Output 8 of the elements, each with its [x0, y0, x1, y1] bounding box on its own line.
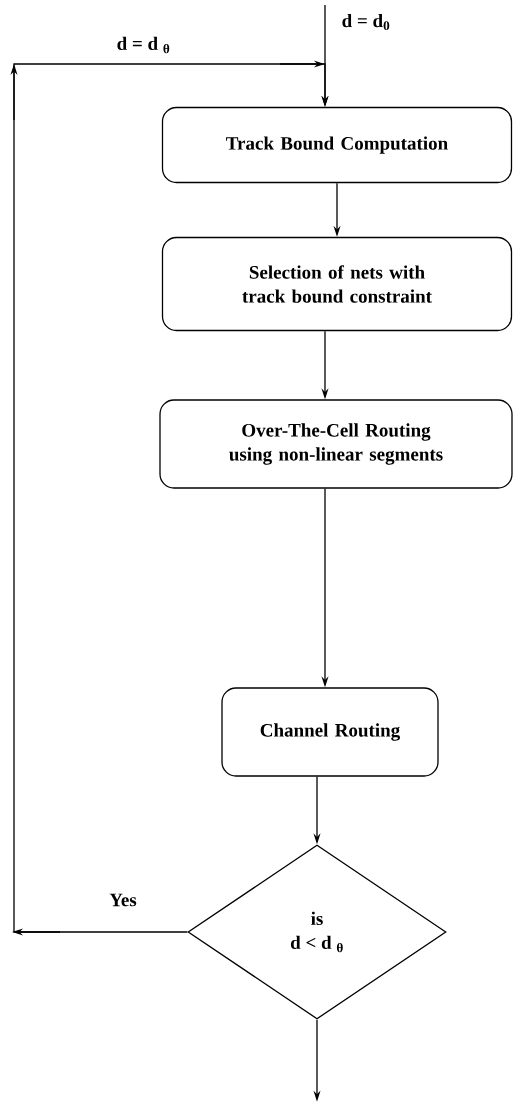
process-box: Channel Routing: [221, 687, 439, 777]
process-box: Over-The-Cell Routing using non-linear segments: [159, 399, 513, 489]
feedback-arrow: [10, 60, 329, 936]
process-box: Track Bound Computation: [161, 106, 513, 184]
edge-label: d = d$_{0}$: [342, 13, 390, 31]
process-box: Selection of nets with track bound constraint: [161, 236, 513, 332]
edge-label: Yes: [109, 893, 137, 907]
loop-label: d = d $_{θ}$: [117, 36, 170, 54]
